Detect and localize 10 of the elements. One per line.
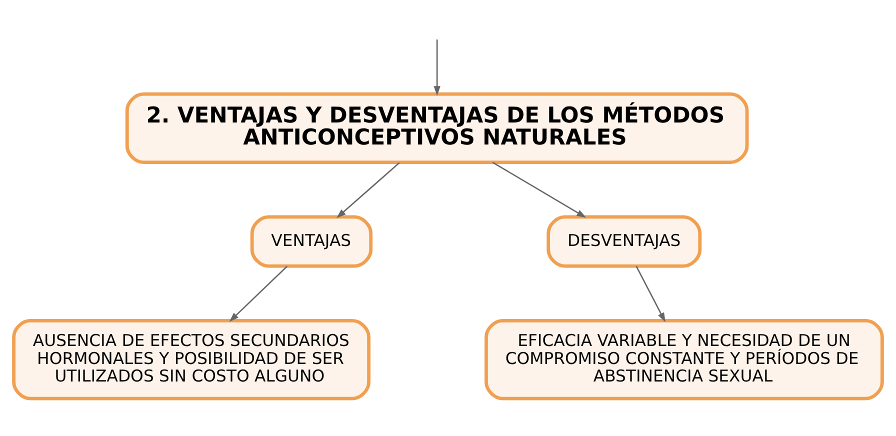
arrow bbox=[336, 162, 400, 218]
arrow bbox=[636, 265, 666, 322]
arrow bbox=[492, 161, 586, 218]
node-box: EFICACIA VARIABLE Y NECESIDAD DE UN COMPROMISO CONSTANTE Y PERÍODOS DE ABSTINENCIA SEXUAL bbox=[484, 318, 884, 400]
node-box: VENTAJAS bbox=[250, 214, 373, 268]
node-box: AUSENCIA DE EFECTOS SECUNDARIOS HORMONALES Y POSIBILIDAD DE SER UTILIZADOS SIN COSTO ALGUNO bbox=[12, 318, 371, 400]
node-box: DESVENTAJAS bbox=[546, 214, 702, 268]
arrow bbox=[229, 265, 288, 322]
node-box: 2. VENTAJAS Y DESVENTAJAS DE LOS MÉTODOS ANTICONCEPTIVOS NATURALES bbox=[125, 92, 749, 164]
arrow bbox=[434, 39, 440, 96]
